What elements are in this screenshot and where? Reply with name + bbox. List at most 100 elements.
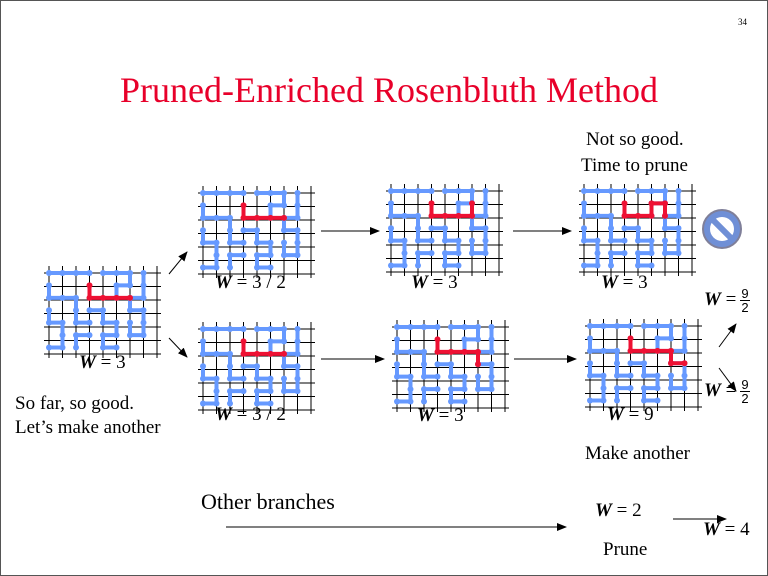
- chain-segment-monomer: [448, 324, 454, 330]
- arrow: [168, 337, 188, 358]
- chain-segment-monomer: [654, 335, 661, 342]
- weight-label-top-3: W = 3: [601, 272, 648, 293]
- note-not-so-good-2: Time to prune: [581, 155, 688, 176]
- chain-segment: [47, 310, 65, 350]
- chain-segment-monomer: [600, 397, 607, 404]
- chain-segment-monomer: [455, 237, 462, 244]
- chain-segment-monomer: [394, 361, 400, 368]
- chain-segment-monomer: [281, 338, 287, 345]
- growing-chain-end-monomer: [442, 212, 448, 219]
- chain-segment-monomer: [227, 190, 233, 196]
- chain-segment-monomer: [608, 262, 614, 269]
- chain-segment-monomer: [488, 336, 495, 343]
- growing-chain-end-monomer: [434, 336, 441, 343]
- chain-segment-monomer: [469, 188, 475, 194]
- slide-title: Pruned-Enriched Rosenbluth Method: [120, 70, 658, 110]
- chain-segment-monomer: [469, 250, 475, 257]
- chain-segment-monomer: [614, 347, 620, 354]
- chain-segment-monomer: [635, 250, 641, 257]
- growing-chain-end-monomer: [86, 282, 93, 289]
- chain-segment-monomer: [469, 225, 475, 232]
- chain-segment-monomer: [46, 344, 52, 351]
- chain-segment-monomer: [240, 252, 247, 259]
- chain-segment-monomer: [434, 373, 441, 380]
- chain-segment-monomer: [254, 400, 260, 407]
- chain-segment-monomer: [648, 188, 655, 194]
- chain-segment-monomer: [213, 400, 220, 407]
- chain-segment-monomer: [461, 324, 468, 330]
- chain-segment-monomer: [675, 212, 682, 219]
- lattice-top-3: [579, 184, 696, 276]
- growing-chain-end-monomer: [681, 360, 688, 367]
- note-prune: Prune: [603, 539, 648, 560]
- chain-segment-monomer: [227, 326, 233, 332]
- chain-segment-monomer: [587, 360, 593, 367]
- chain-segment: [389, 203, 432, 243]
- chain-segment-monomer: [254, 375, 260, 382]
- chain-segment-monomer: [421, 348, 427, 355]
- chain-segment-monomer: [100, 332, 106, 339]
- chain-segment-monomer: [73, 344, 79, 351]
- growing-chain-end-monomer: [662, 212, 668, 219]
- chain-segment-monomer: [240, 363, 247, 370]
- note-so-far-2: Let’s make another: [15, 417, 161, 438]
- growing-chain-end-monomer: [254, 214, 260, 221]
- chain-segment-monomer: [213, 350, 220, 357]
- chain-segment-monomer: [394, 348, 400, 355]
- chain-segment-monomer: [281, 239, 287, 246]
- chain-segment-monomer: [488, 348, 495, 355]
- chain-segment-monomer: [267, 400, 274, 407]
- chain-segment-monomer: [200, 264, 206, 271]
- chain-segment-monomer: [442, 188, 448, 194]
- chain-segment-monomer: [488, 386, 495, 393]
- chain-segment-monomer: [294, 350, 301, 357]
- chain-segment-monomer: [227, 388, 233, 395]
- chain-segment-monomer: [641, 372, 647, 379]
- chain-segment-monomer: [662, 237, 668, 244]
- chain-segment-monomer: [100, 344, 106, 351]
- chain-segment-monomer: [608, 188, 614, 194]
- growing-chain-end-monomer: [668, 360, 674, 367]
- lattice-start: [44, 266, 161, 358]
- chain-segment: [470, 191, 488, 256]
- chain-segment-monomer: [127, 332, 133, 339]
- chain-segment-monomer: [475, 373, 481, 380]
- chain-segment-monomer: [267, 326, 274, 332]
- chain-segment-monomer: [213, 326, 220, 332]
- chain-segment-monomer: [240, 326, 247, 332]
- chain-segment-monomer: [668, 385, 674, 392]
- chain-segment-monomer: [421, 324, 427, 330]
- chain-segment-monomer: [415, 212, 421, 219]
- chain-segment-monomer: [388, 188, 394, 194]
- arrow: [168, 251, 188, 275]
- chain-segment: [582, 203, 625, 243]
- growing-chain-end-monomer: [621, 200, 628, 207]
- growing-chain-end-monomer: [428, 200, 435, 207]
- chain-segment-monomer: [681, 335, 688, 342]
- chain-segment-monomer: [281, 202, 287, 209]
- chain-segment-monomer: [240, 227, 247, 234]
- chain-segment-monomer: [267, 264, 274, 271]
- chain-segment-monomer: [641, 323, 647, 329]
- chain-segment-monomer: [594, 188, 601, 194]
- chain-segment-monomer: [594, 262, 601, 269]
- chain-segment-monomer: [675, 188, 682, 194]
- chain-segment-monomer: [401, 188, 408, 194]
- chain-segment-monomer: [654, 372, 661, 379]
- chain-segment-monomer: [267, 190, 274, 196]
- chain-segment-monomer: [608, 225, 614, 232]
- chain-segment-monomer: [213, 252, 220, 259]
- chain-segment-monomer: [240, 239, 247, 246]
- growing-chain-end-monomer: [240, 202, 247, 209]
- chain-segment-monomer: [614, 323, 620, 329]
- growing-chain-end-monomer: [648, 200, 655, 207]
- chain-segment-monomer: [227, 363, 233, 370]
- chain-segment-monomer: [200, 338, 206, 345]
- growing-chain-end-monomer: [475, 361, 481, 368]
- chain-segment: [395, 364, 413, 404]
- chain-segment-monomer: [294, 375, 301, 382]
- chain-segment-monomer: [227, 214, 233, 221]
- growing-chain-end-monomer: [662, 200, 668, 207]
- growing-chain-end-monomer: [240, 214, 247, 221]
- lattice-bottom-2: [392, 320, 509, 412]
